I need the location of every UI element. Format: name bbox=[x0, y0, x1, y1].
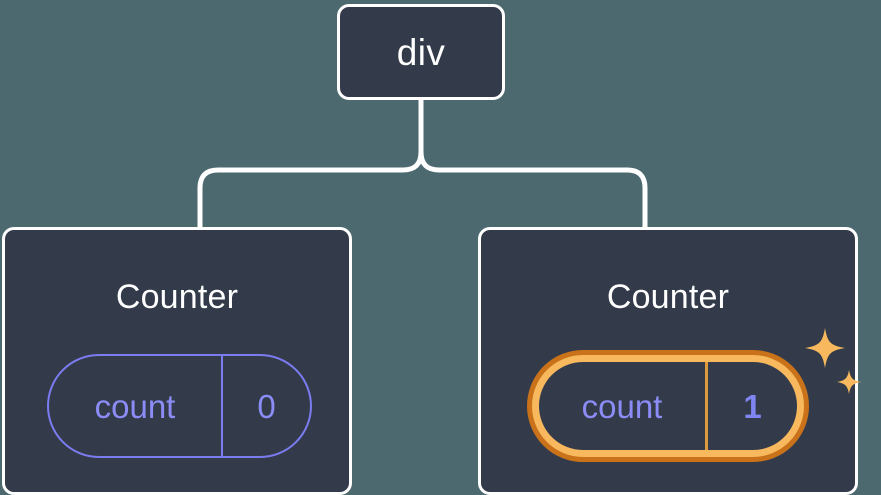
connector-branch-left bbox=[197, 151, 424, 227]
state-key-label: count bbox=[539, 362, 708, 450]
connector-branch-right bbox=[418, 151, 648, 227]
component-card-counter-left[interactable]: Counter count 0 bbox=[2, 227, 352, 495]
state-value-label: 1 bbox=[743, 387, 762, 425]
sparkle-large-icon bbox=[805, 328, 845, 368]
sparkles-group bbox=[801, 326, 871, 406]
sparkle-small-icon bbox=[837, 370, 861, 394]
highlight-ring-inner: count 1 bbox=[532, 355, 804, 457]
component-title: Counter bbox=[115, 278, 239, 316]
state-pill-count-highlighted[interactable]: count 1 bbox=[527, 350, 809, 462]
node-root-div[interactable]: div bbox=[337, 4, 505, 100]
highlight-ring-outer bbox=[527, 350, 809, 462]
state-pill-count[interactable]: count 0 bbox=[47, 354, 312, 458]
component-card-counter-right[interactable]: Counter count 1 bbox=[478, 227, 861, 495]
state-value-label: 0 bbox=[257, 387, 276, 425]
state-key-label: count bbox=[49, 356, 223, 456]
node-root-label: div bbox=[396, 31, 446, 73]
component-title: Counter bbox=[606, 278, 730, 316]
